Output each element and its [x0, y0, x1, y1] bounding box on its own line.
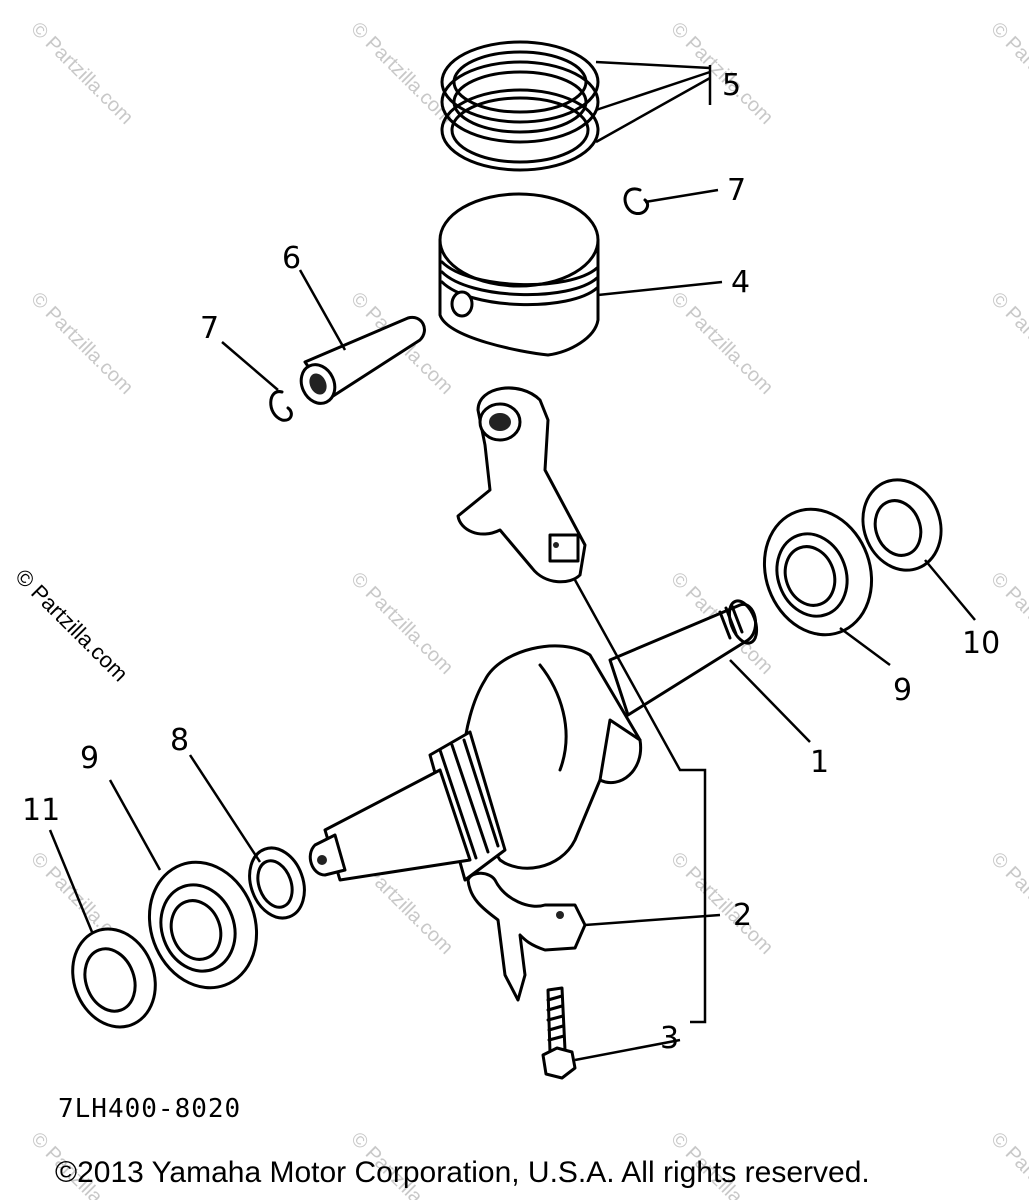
callout-2[interactable]: 2	[733, 898, 752, 933]
callout-10[interactable]: 10	[962, 626, 1000, 661]
watermark: © Partzilla.com	[986, 568, 1029, 679]
crankshaft[interactable]	[308, 597, 762, 882]
callout-3[interactable]: 3	[660, 1021, 679, 1056]
watermark: © Partzilla.com	[346, 18, 457, 129]
watermark: © Partzilla.com	[986, 1128, 1029, 1200]
callout-8[interactable]: 8	[170, 723, 189, 758]
callout-7-left[interactable]: 7	[200, 311, 219, 346]
watermark: © Partzilla.com	[26, 288, 137, 399]
callout-1[interactable]: 1	[810, 745, 829, 780]
side-watermark: © Partzilla.com	[10, 564, 133, 687]
connecting-rod-cap[interactable]	[466, 871, 587, 1002]
piston-pin[interactable]	[295, 315, 426, 409]
watermark: © Partzilla.com	[986, 288, 1029, 399]
circlip-upper[interactable]	[623, 187, 650, 215]
leader-lines	[48, 60, 976, 1062]
callout-5[interactable]: 5	[722, 68, 741, 103]
piston-rings[interactable]	[440, 40, 600, 172]
callouts: 5 7 4 6 7 1 9 10 8 9 11 2 3	[22, 68, 1000, 1056]
piston[interactable]	[438, 192, 600, 357]
callout-4[interactable]: 4	[731, 265, 750, 300]
bearing-right[interactable]	[747, 494, 889, 650]
callout-11[interactable]: 11	[22, 793, 60, 828]
circlip-left[interactable]	[269, 390, 293, 422]
watermark: © Partzilla.com	[986, 18, 1029, 129]
watermark: © Partzilla.com	[666, 848, 777, 959]
callout-9-right[interactable]: 9	[893, 673, 912, 708]
watermark: © Partzilla.com	[346, 568, 457, 679]
callout-7-upper[interactable]: 7	[727, 173, 746, 208]
oil-seal-right[interactable]	[851, 469, 954, 581]
connecting-rod-bolt[interactable]	[541, 986, 577, 1080]
connecting-rod[interactable]	[456, 386, 587, 584]
callout-6[interactable]: 6	[282, 241, 301, 276]
washer[interactable]	[240, 840, 313, 925]
diagram-part-code: 7LH400-8020	[58, 1094, 241, 1124]
oil-seal-left[interactable]	[59, 917, 168, 1038]
watermark: © Partzilla.com	[26, 18, 137, 129]
watermark: © Partzilla.com	[666, 288, 777, 399]
copyright-notice: ©2013 Yamaha Motor Corporation, U.S.A. A…	[55, 1156, 870, 1189]
bearing-left[interactable]	[132, 847, 274, 1003]
callout-9-left[interactable]: 9	[80, 741, 99, 776]
watermark: © Partzilla.com	[986, 848, 1029, 959]
